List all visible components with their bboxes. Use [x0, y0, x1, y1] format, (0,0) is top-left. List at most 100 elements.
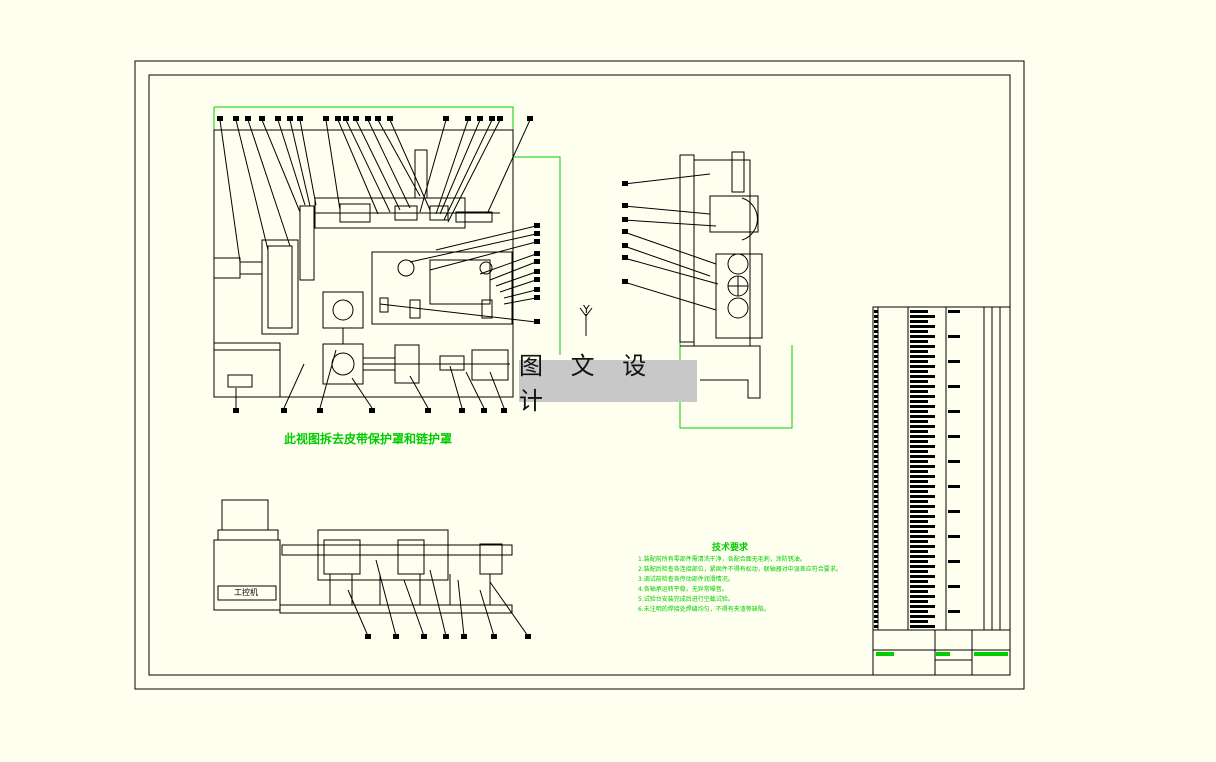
bom-row-mark [910, 325, 935, 328]
bom-row-mark [874, 545, 878, 548]
part-tag-mark [534, 231, 540, 236]
bom-row-mark [874, 360, 878, 363]
bom-row-mark [910, 415, 935, 418]
bom-row-mark [910, 570, 928, 573]
bom-row-mark [874, 470, 878, 473]
bom-row-mark [910, 590, 928, 593]
part-tag-mark [527, 116, 533, 121]
bom-row-mark [874, 575, 878, 578]
bom-row-mark [910, 490, 928, 493]
bom-row-mark [874, 560, 878, 563]
bom-row-mark [910, 525, 935, 528]
part-tag-mark [365, 634, 371, 639]
bom-row-mark [874, 615, 878, 618]
bom-row-mark [910, 480, 928, 483]
part-tag-mark [459, 408, 465, 413]
part-tag-mark [343, 116, 349, 121]
bom-row-mark [874, 605, 878, 608]
machine-label: 工控机 [234, 588, 258, 597]
bom-row-mark [910, 440, 928, 443]
bom-row-mark [948, 385, 960, 388]
bom-row-mark [874, 450, 878, 453]
part-tag-mark [217, 116, 223, 121]
part-tag-mark [353, 116, 359, 121]
part-tag-mark [465, 116, 471, 121]
bom-row-mark [910, 485, 935, 488]
part-tag-mark [622, 243, 628, 248]
bom-row-mark [948, 535, 960, 538]
title-block-mark [974, 652, 1008, 656]
part-tag-mark [477, 116, 483, 121]
bom-row-mark [910, 595, 935, 598]
bom-row-mark [874, 455, 878, 458]
part-tag-mark [275, 116, 281, 121]
bom-row-mark [874, 465, 878, 468]
bom-row-mark [874, 370, 878, 373]
part-tag-mark [481, 408, 487, 413]
bom-row-mark [910, 335, 935, 338]
part-tag-mark [421, 634, 427, 639]
bom-row-mark [910, 425, 935, 428]
part-tag-mark [534, 277, 540, 282]
bom-row-mark [874, 530, 878, 533]
part-tag-mark [233, 408, 239, 413]
bom-row-mark [910, 310, 928, 313]
bom-row-mark [910, 380, 928, 383]
bom-row-mark [874, 365, 878, 368]
bom-row-mark [874, 390, 878, 393]
bom-row-mark [910, 560, 928, 563]
part-tag-mark [233, 116, 239, 121]
view-note: 此视图拆去皮带保护罩和链护罩 [284, 432, 453, 446]
bom-row-mark [910, 345, 935, 348]
bom-row-mark [874, 415, 878, 418]
bom-row-mark [874, 505, 878, 508]
bom-row-mark [910, 625, 935, 628]
bom-row-mark [874, 435, 878, 438]
part-tag-mark [461, 634, 467, 639]
bom-row-mark [874, 540, 878, 543]
bom-row-mark [874, 520, 878, 523]
bom-row-mark [874, 610, 878, 613]
bom-row-mark [910, 385, 935, 388]
part-tag-mark [287, 116, 293, 121]
bom-row-mark [910, 500, 928, 503]
part-tag-mark [622, 279, 628, 284]
part-tag-mark [534, 259, 540, 264]
bom-row-mark [874, 475, 878, 478]
bom-row-mark [874, 320, 878, 323]
bom-row-mark [874, 625, 878, 628]
bom-row-mark [874, 460, 878, 463]
bom-row-mark [874, 420, 878, 423]
bom-row-mark [910, 405, 935, 408]
bom-row-mark [874, 550, 878, 553]
bom-row-mark [874, 425, 878, 428]
part-tag-mark [534, 223, 540, 228]
bom-row-mark [910, 435, 935, 438]
part-tag-mark [443, 116, 449, 121]
part-tag-mark [369, 408, 375, 413]
bom-row-mark [948, 485, 960, 488]
bom-row-mark [910, 535, 935, 538]
bom-row-mark [910, 470, 928, 473]
bom-row-mark [874, 430, 878, 433]
tech-requirement-item: 4.各轴承运转平稳，无异常噪音。 [638, 586, 728, 593]
bom-row-mark [910, 455, 935, 458]
bom-row-mark [874, 350, 878, 353]
part-tag-mark [245, 116, 251, 121]
bom-row-mark [874, 570, 878, 573]
bom-row-mark [874, 620, 878, 623]
part-tag-mark [281, 408, 287, 413]
bom-row-mark [948, 460, 960, 463]
bom-row-mark [874, 595, 878, 598]
bom-row-mark [910, 450, 928, 453]
tech-requirement-item: 6.未注明的焊接处焊缝均匀，不得有夹渣等缺陷。 [638, 606, 770, 613]
watermark-label: 图 文 设 计 [519, 352, 697, 415]
part-tag-mark [622, 255, 628, 260]
bom-row-mark [874, 335, 878, 338]
part-tag-mark [259, 116, 265, 121]
outer-border [134, 60, 1025, 690]
part-tag-mark [489, 116, 495, 121]
parts-table [872, 306, 1011, 676]
part-tag-mark [534, 239, 540, 244]
